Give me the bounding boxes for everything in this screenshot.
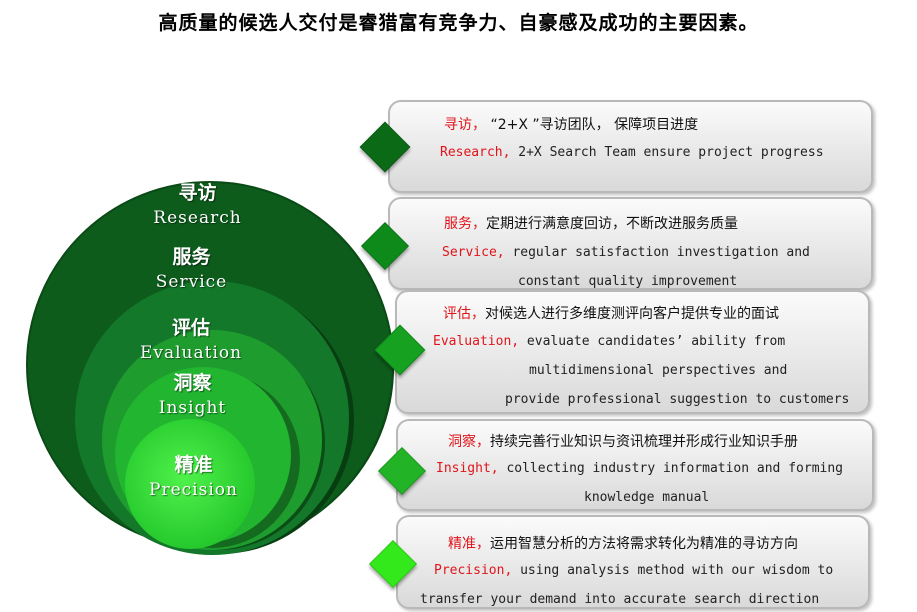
box-evaluation-zh-text: 对候选人进行多维度测评向客户提供专业的面试 [485, 306, 779, 322]
box-insight-zh-text: 持续完善行业知识与资讯梳理并形成行业知识手册 [490, 434, 798, 450]
circle-insight-en: Insight [158, 398, 227, 418]
box-insight-en: Insight, collecting industry information… [436, 461, 843, 476]
circle-precision-zh: 精准 [174, 454, 213, 476]
circle-evaluation-zh: 评估 [171, 317, 210, 339]
box-research-zh-key: 寻访， [444, 117, 486, 133]
box-evaluation-en-line-1: evaluate candidates’ ability from [519, 334, 786, 349]
circle-research-zh: 寻访 [178, 182, 217, 204]
box-research-zh: 寻访， “2+X ”寻访团队， 保障项目进度 [444, 114, 698, 134]
box-service-zh: 服务，定期进行满意度回访，不断改进服务质量 [444, 213, 738, 233]
box-precision-en-line-1: using analysis method with our wisdom to [512, 563, 834, 578]
box-evaluation-zh: 评估，对候选人进行多维度测评向客户提供专业的面试 [443, 303, 779, 323]
circle-label-research: 寻访 Research [130, 180, 265, 230]
box-precision-en-key: Precision, [434, 563, 513, 578]
circle-precision-en: Precision [149, 480, 238, 500]
circle-label-evaluation: 评估 Evaluation [121, 315, 261, 365]
circle-research-en: Research [153, 208, 242, 228]
box-precision: 精准，运用智慧分析的方法将需求转化为精准的寻访方向 Precision, usi… [396, 515, 870, 609]
box-service-en: Service, regular satisfaction investigat… [442, 245, 810, 260]
box-evaluation: 评估，对候选人进行多维度测评向客户提供专业的面试 Evaluation, eva… [395, 290, 870, 414]
box-service-en-key: Service, [442, 245, 505, 260]
box-insight-zh: 洞察，持续完善行业知识与资讯梳理并形成行业知识手册 [448, 431, 798, 451]
box-evaluation-en: Evaluation, evaluate candidates’ ability… [433, 334, 785, 349]
page-title: 高质量的候选人交付是睿猎富有竞争力、自豪感及成功的主要因素。 [158, 12, 759, 34]
box-precision-zh-text: 运用智慧分析的方法将需求转化为精准的寻访方向 [490, 536, 798, 552]
circle-precision [125, 419, 255, 549]
box-research-zh-text: “2+X ”寻访团队， 保障项目进度 [486, 117, 699, 133]
box-service-en-line-2: constant quality improvement [518, 274, 738, 289]
box-precision-zh-key: 精准， [448, 536, 490, 552]
box-research-en-key: Research, [440, 145, 511, 160]
circle-service-en: Service [155, 272, 228, 292]
box-insight-zh-key: 洞察， [448, 434, 490, 450]
box-evaluation-en-line-3: provide professional suggestion to custo… [505, 392, 850, 407]
box-research-en: Research, 2+X Search Team ensure project… [440, 145, 824, 160]
box-service-en-line-1: regular satisfaction investigation and [504, 245, 810, 260]
box-evaluation-zh-key: 评估， [443, 306, 485, 322]
circle-label-precision: 精准 Precision [126, 452, 261, 502]
box-insight-en-key: Insight, [436, 461, 499, 476]
box-precision-zh: 精准，运用智慧分析的方法将需求转化为精准的寻访方向 [448, 533, 798, 553]
box-research-en-line-1: 2+X Search Team ensure project progress [510, 145, 824, 160]
box-service-zh-key: 服务， [444, 216, 486, 232]
box-service: 服务，定期进行满意度回访，不断改进服务质量 Service, regular s… [388, 197, 873, 290]
box-evaluation-en-line-2: multidimensional perspectives and [529, 363, 788, 378]
box-research: 寻访， “2+X ”寻访团队， 保障项目进度 Research, 2+X Sea… [388, 100, 873, 193]
box-insight-en-line-2: knowledge manual [584, 490, 710, 505]
box-insight-en-line-1: collecting industry information and form… [498, 461, 843, 476]
box-evaluation-en-key: Evaluation, [433, 334, 520, 349]
box-precision-en-line-2: transfer your demand into accurate searc… [420, 592, 820, 607]
circle-evaluation-en: Evaluation [139, 343, 243, 363]
box-service-zh-text: 定期进行满意度回访，不断改进服务质量 [486, 216, 738, 232]
circle-label-insight: 洞察 Insight [125, 370, 260, 420]
box-insight: 洞察，持续完善行业知识与资讯梳理并形成行业知识手册 Insight, colle… [396, 419, 874, 511]
circle-label-service: 服务 Service [124, 244, 259, 294]
box-precision-en: Precision, using analysis method with ou… [434, 563, 833, 578]
circle-insight-zh: 洞察 [173, 372, 212, 394]
circle-service-zh: 服务 [172, 246, 211, 268]
